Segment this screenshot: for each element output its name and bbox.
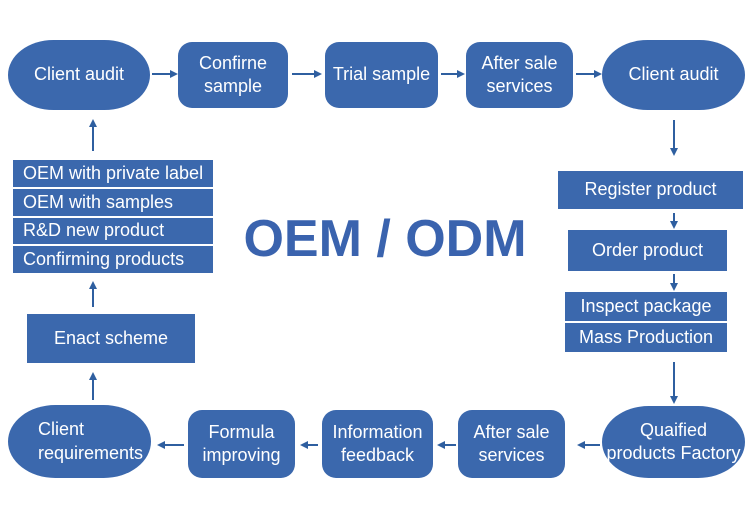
node-qualified-factory: Quaified products Factory (602, 406, 745, 478)
node-trial-sample: Trial sample (325, 42, 438, 108)
flow-arrow-up-icon (89, 372, 97, 400)
flow-arrow-left-icon (300, 441, 318, 449)
node-client-audit-top-left: Client audit (8, 40, 150, 110)
node-information-feedback: Information feedback (322, 410, 433, 478)
flow-arrow-left-icon (157, 441, 184, 449)
diagram-title: OEM / ODM (243, 210, 527, 268)
production-stack: Inspect package Mass Production (565, 292, 727, 352)
node-oem-with-samples: OEM with samples (13, 188, 213, 216)
node-register-product: Register product (558, 171, 743, 209)
node-after-sale-services-top: After sale services (466, 42, 573, 108)
flow-arrow-up-icon (89, 119, 97, 151)
node-client-audit-top-right: Client audit (602, 40, 745, 110)
node-confirm-sample: Confirne sample (178, 42, 288, 108)
flow-arrow-down-icon (670, 362, 678, 404)
flow-arrow-down-icon (670, 274, 678, 291)
oem-options-stack: OEM with private label OEM with samples … (13, 160, 213, 273)
node-client-requirements: Client requirements (8, 405, 151, 478)
flow-arrow-left-icon (437, 441, 456, 449)
flow-arrow-right-icon (152, 70, 178, 78)
node-enact-scheme: Enact scheme (27, 314, 195, 363)
node-order-product: Order product (568, 230, 727, 271)
node-confirming-products: Confirming products (13, 246, 213, 273)
node-rd-new-product: R&D new product (13, 217, 213, 245)
flow-arrow-right-icon (576, 70, 602, 78)
node-oem-private-label: OEM with private label (13, 160, 213, 187)
flow-arrow-right-icon (292, 70, 322, 78)
node-formula-improving: Formula improving (188, 410, 295, 478)
flow-arrow-right-icon (441, 70, 465, 78)
flow-arrow-left-icon (577, 441, 600, 449)
node-inspect-package: Inspect package (565, 292, 727, 321)
flow-arrow-down-icon (670, 120, 678, 156)
flow-arrow-down-icon (670, 213, 678, 229)
node-mass-production: Mass Production (565, 323, 727, 352)
node-after-sale-services-bottom: After sale services (458, 410, 565, 478)
flow-arrow-up-icon (89, 281, 97, 307)
